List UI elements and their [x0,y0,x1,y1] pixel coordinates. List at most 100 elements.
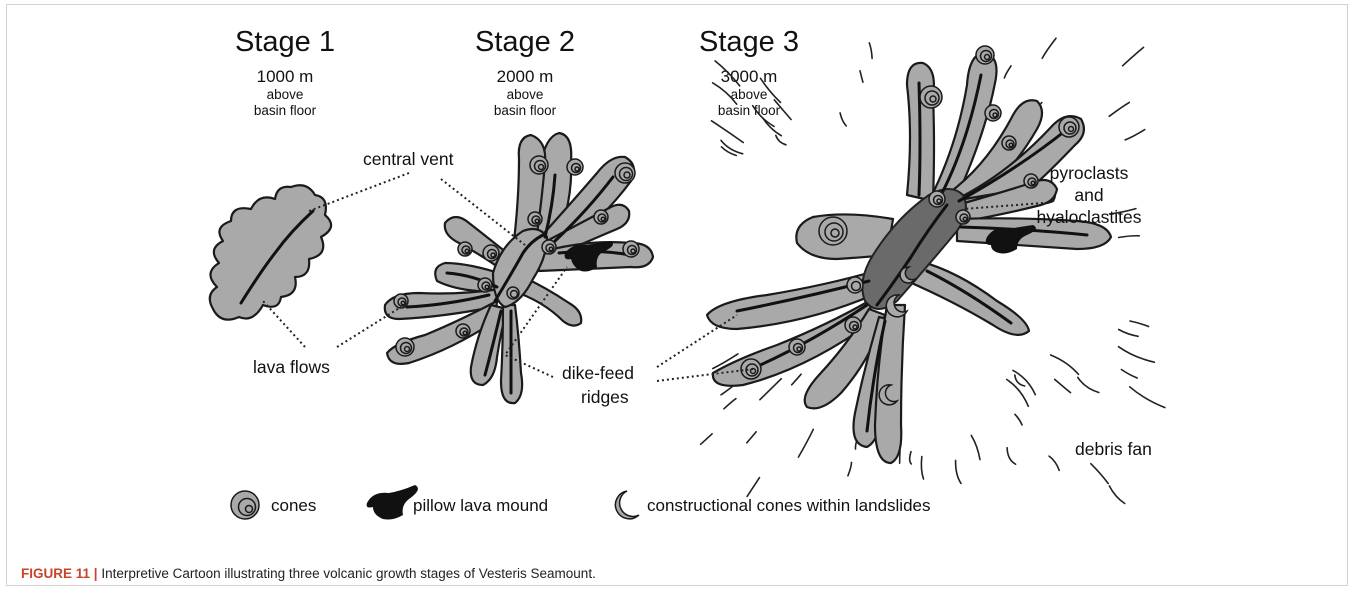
debris-stroke [1042,38,1056,58]
cone-icon [542,240,556,254]
label-pyroclasts-1: pyroclasts [1050,163,1129,183]
label-pyroclasts-2: and [1074,185,1103,205]
debris-stroke [848,462,852,475]
cone-icon [1002,136,1016,150]
stage-3-basin: basin floor [718,103,781,118]
debris-stroke [1015,414,1022,425]
debris-stroke [1109,102,1129,116]
debris-stroke [1123,47,1144,65]
cone-icon [741,359,761,379]
stage-3-title: Stage 3 [699,26,799,58]
stage-2-header: Stage 2 2000 m above basin floor [475,26,575,118]
stage-3-above: above [731,87,768,102]
stage-2-elevation: 2000 m [497,67,554,86]
cone-icon [456,324,470,338]
debris-stroke [956,460,961,483]
cone-icon [528,212,542,226]
legend-landslide-cone-icon [615,491,639,519]
cone-icon [567,159,583,175]
caption-text: Interpretive Cartoon illustrating three … [98,566,596,581]
legend-cones-label: cones [271,496,316,515]
legend-cone-icon [231,491,259,519]
debris-stroke [1119,236,1140,238]
debris-stroke [798,429,813,457]
stage-3-header: Stage 3 3000 m above basin floor [699,26,799,118]
figure-frame: Stage 1 1000 m above basin floor Stage 2… [6,4,1348,586]
label-dike-feed-1: dike-feed [562,363,634,383]
cone-icon [394,294,408,308]
stage-1-title: Stage 1 [235,26,335,58]
label-central-vent: central vent [363,149,454,169]
cone-icon [615,163,635,183]
debris-stroke [760,379,781,400]
debris-stroke [1130,321,1149,327]
cone-icon [458,242,472,256]
debris-stroke [910,452,912,464]
debris-stroke [701,434,713,445]
label-lava-flows: lava flows [253,357,330,377]
caption-figure-label: FIGURE 11 | [21,566,98,581]
cone-icon [1024,174,1038,188]
debris-stroke [921,457,923,479]
cone-icon [929,191,945,207]
cone-icon [985,105,1001,121]
cone-icon [530,156,548,174]
legend-pillow-lava-icon [367,485,418,520]
cone-icon [845,317,861,333]
debris-stroke [869,43,872,59]
debris-stroke [1130,387,1165,408]
debris-stroke [1119,330,1138,337]
label-debris-fan: debris fan [1075,439,1152,459]
figure-drawing: Stage 1 1000 m above basin floor Stage 2… [7,5,1349,587]
debris-stroke [1007,380,1029,407]
cone-icon [623,241,639,257]
leader-lava-flows-stage1 [263,301,305,347]
cone-icon [478,278,492,292]
cone-icon [976,46,994,64]
debris-stroke [792,374,801,385]
legend-pillow-label: pillow lava mound [413,496,548,515]
label-pyroclasts-3: hyaloclastites [1036,207,1141,227]
debris-stroke [1013,370,1035,394]
stage-1-header: Stage 1 1000 m above basin floor [235,26,335,118]
legend-landslide-cones-label: constructional cones within landslides [647,496,931,515]
label-dike-feed-2: ridges [581,387,629,407]
cone-icon [819,217,847,245]
stage-1-lava-flow-body [210,185,331,319]
debris-stroke [1078,377,1099,392]
cone-icon [1059,117,1079,137]
stage-3-elevation: 3000 m [721,67,778,86]
stage-1-basin: basin floor [254,103,317,118]
stage-1-elevation: 1000 m [257,67,314,86]
debris-stroke [1051,355,1079,374]
debris-stroke [1109,486,1124,504]
stage-1-above: above [267,87,304,102]
debris-stroke [747,432,756,443]
cone-icon [396,338,414,356]
debris-stroke [1055,379,1071,392]
stage-1-seamount [210,185,331,319]
debris-stroke [1049,456,1059,470]
cone-icon [956,210,970,224]
stage-2-above: above [507,87,544,102]
debris-stroke [1121,370,1137,379]
debris-stroke [1125,130,1145,140]
debris-stroke [724,399,736,409]
debris-stroke [721,140,743,153]
debris-stroke [747,478,759,497]
debris-stroke [840,113,846,126]
cone-icon [594,210,608,224]
figure-caption: FIGURE 11 | Interpretive Cartoon illustr… [21,566,596,581]
leader-dike-feed-stage3-a [657,315,737,367]
cone-icon [507,287,519,299]
debris-stroke [971,435,980,459]
cone-icon [920,86,942,108]
legend: cones pillow lava mound constructional c… [231,485,931,520]
debris-stroke [1004,66,1011,78]
stage-2-title: Stage 2 [475,26,575,58]
debris-stroke [1119,347,1155,363]
debris-stroke [1091,464,1108,484]
debris-stroke [860,71,863,82]
cone-icon [847,277,863,293]
debris-stroke [776,135,786,144]
